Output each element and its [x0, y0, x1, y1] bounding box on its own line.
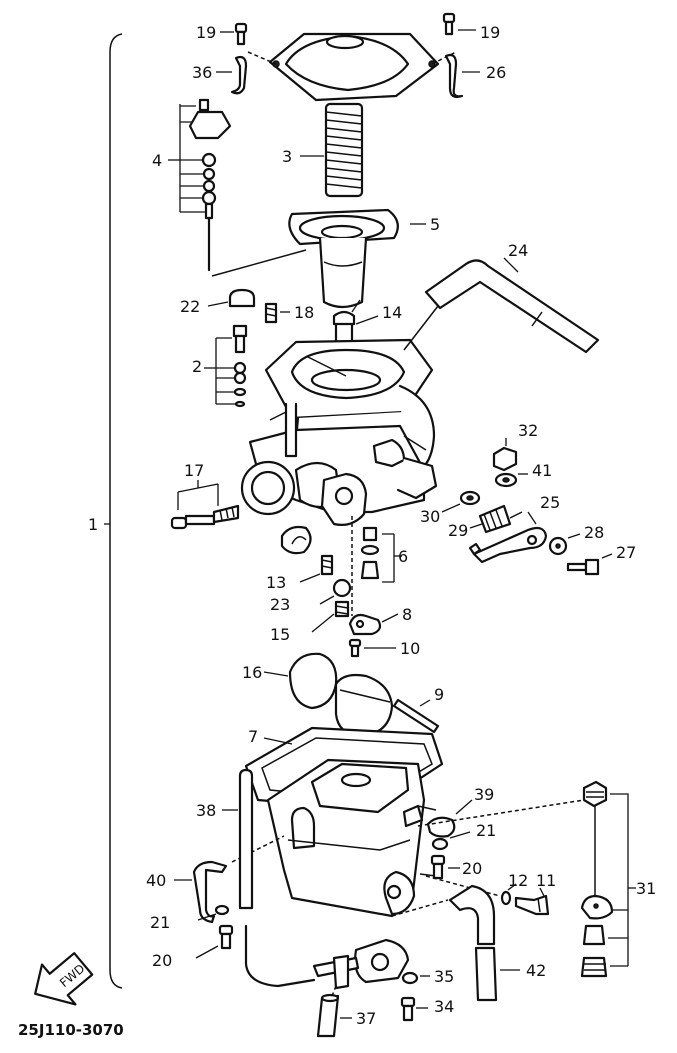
part-number-label-19: 19 — [196, 23, 216, 42]
part-number-label-15: 15 — [270, 625, 290, 644]
part-number-label-3: 3 — [282, 147, 292, 166]
screw-20-right — [430, 854, 446, 880]
part-number-label-4: 4 — [152, 151, 162, 170]
part-number-label-2: 2 — [192, 357, 202, 376]
hose-42 — [448, 884, 498, 1002]
part-number-label-18: 18 — [294, 303, 314, 322]
return-spring-29 — [478, 504, 523, 534]
spring-3 — [324, 102, 364, 198]
jet-set-6 — [360, 526, 380, 580]
piston-diaphragm-5 — [288, 208, 399, 309]
throttle-lever-25 — [468, 526, 548, 564]
part-number-label-39: 39 — [474, 785, 494, 804]
washer-21-right — [431, 837, 449, 851]
screw-10 — [348, 638, 362, 658]
part-number-label-9: 9 — [434, 685, 444, 704]
washer-28 — [548, 536, 568, 556]
carburetor-body — [240, 338, 438, 555]
part-number-label-36: 36 — [192, 63, 212, 82]
float-bowl — [266, 758, 426, 918]
screw-20-left — [218, 924, 234, 950]
jet-needle-set-4 — [188, 98, 232, 272]
o-ring-12 — [500, 890, 512, 906]
part-number-label-21: 21 — [150, 913, 170, 932]
part-number-label-42: 42 — [526, 961, 546, 980]
washer-21-left — [214, 904, 230, 916]
forward-direction-arrow: FWD — [34, 952, 94, 1006]
part-number-label-10: 10 — [400, 639, 420, 658]
assembly-bracket — [109, 33, 123, 989]
part-number-label-19: 19 — [480, 23, 500, 42]
screw-19-right — [442, 12, 456, 36]
part-number-label-22: 22 — [180, 297, 200, 316]
part-number-label-20: 20 — [462, 859, 482, 878]
pilot-screw-18 — [264, 302, 278, 324]
screw-27 — [566, 558, 600, 576]
part-number-label-14: 14 — [382, 303, 402, 322]
vent-hose-24 — [424, 259, 600, 354]
washer-41 — [494, 472, 518, 488]
overflow-tube-38 — [238, 768, 316, 988]
washer-35 — [401, 971, 419, 985]
part-number-label-27: 27 — [616, 543, 636, 562]
part-number-label-7: 7 — [248, 727, 258, 746]
label-assembly: 1 — [88, 515, 98, 534]
float-16 — [288, 652, 394, 738]
washer-23 — [332, 578, 352, 598]
part-number-label-17: 17 — [184, 461, 204, 480]
part-number-label-25: 25 — [540, 493, 560, 512]
part-number-label-40: 40 — [146, 871, 166, 890]
part-number-label-23: 23 — [270, 595, 290, 614]
top-cover-part — [268, 32, 440, 102]
part-number-label-16: 16 — [242, 663, 262, 682]
part-number-label-41: 41 — [532, 461, 552, 480]
diagram-code: 25J110-3070 — [18, 1021, 124, 1039]
pilot-set-2 — [232, 324, 248, 408]
part-number-label-29: 29 — [448, 521, 468, 540]
part-number-label-32: 32 — [518, 421, 538, 440]
cap-22 — [228, 288, 256, 308]
hose-37 — [316, 993, 340, 1038]
nut-32 — [492, 446, 518, 472]
part-number-label-37: 37 — [356, 1009, 376, 1028]
part-number-label-31: 31 — [636, 879, 656, 898]
part-number-label-26: 26 — [486, 63, 506, 82]
part-number-label-34: 34 — [434, 997, 454, 1016]
main-jet-15 — [334, 600, 350, 618]
part-number-label-13: 13 — [266, 573, 286, 592]
pilot-jet-13 — [320, 554, 334, 576]
clamp-36 — [230, 55, 248, 95]
throttle-stop-screw-17 — [170, 504, 240, 530]
part-number-label-38: 38 — [196, 801, 216, 820]
screw-34 — [400, 996, 416, 1022]
plate-8 — [348, 613, 382, 636]
part-number-label-8: 8 — [402, 605, 412, 624]
part-number-label-11: 11 — [536, 871, 556, 890]
part-number-label-6: 6 — [398, 547, 408, 566]
part-number-label-21: 21 — [476, 821, 496, 840]
part-number-label-28: 28 — [584, 523, 604, 542]
washer-30 — [459, 490, 481, 506]
part-number-label-35: 35 — [434, 967, 454, 986]
part-number-label-24: 24 — [508, 241, 528, 260]
fuel-cock-assembly — [312, 938, 410, 990]
clamp-26 — [444, 53, 464, 99]
part-number-label-20: 20 — [152, 951, 172, 970]
part-number-label-12: 12 — [508, 871, 528, 890]
clamp-39 — [426, 816, 456, 838]
part-number-label-5: 5 — [430, 215, 440, 234]
float-pin-9 — [392, 698, 440, 734]
part-number-label-30: 30 — [420, 507, 440, 526]
drain-screw-11 — [514, 894, 550, 916]
starter-plunger-set-31 — [580, 780, 614, 978]
screw-19-left — [234, 22, 248, 46]
